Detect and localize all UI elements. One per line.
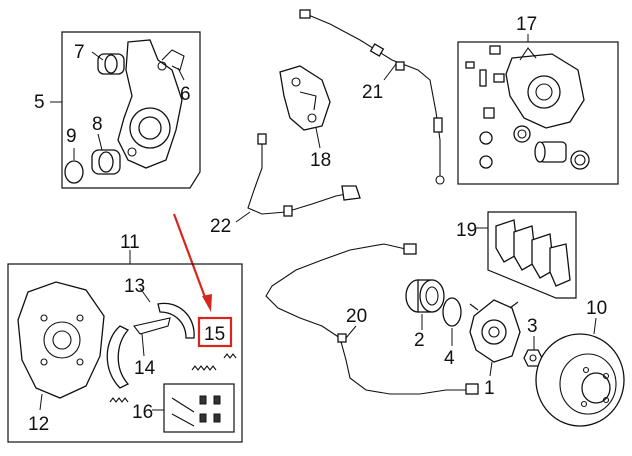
callout-labels: 1 2 3 4 5 6 7 8 9 10 11 12 13 14 15 16 1…	[28, 14, 607, 435]
o-ring-part	[64, 160, 84, 184]
caliper-body-part	[505, 47, 585, 129]
callout-11: 11	[120, 232, 140, 253]
callout-3: 3	[527, 316, 538, 337]
caliper-group-box	[457, 41, 619, 185]
callout-6: 6	[180, 84, 191, 105]
clip-part	[161, 49, 185, 71]
callout-18: 18	[310, 150, 331, 171]
callout-16: 16	[132, 402, 153, 423]
callout-20: 20	[346, 306, 367, 327]
brake-rotor-part	[535, 333, 625, 427]
callout-4: 4	[444, 348, 455, 369]
lower-bushing-part	[91, 149, 121, 175]
spring-part	[109, 353, 237, 403]
parking-brake-group-box	[7, 263, 243, 443]
wheel-bearing-part	[405, 279, 445, 313]
callout-21: 21	[362, 82, 383, 103]
callout-10: 10	[586, 298, 607, 319]
callout-9: 9	[66, 126, 77, 147]
callout-14: 14	[134, 358, 156, 379]
callout-12: 12	[28, 414, 49, 435]
callout-7: 7	[74, 42, 85, 63]
hardware-kit-part	[171, 395, 221, 427]
callout-15: 15	[204, 324, 225, 345]
callout-13: 13	[124, 276, 145, 297]
callout-19: 19	[456, 220, 477, 241]
abs-sensor-part	[247, 133, 361, 217]
caliper-group	[457, 34, 619, 185]
piston-part	[534, 141, 567, 163]
knuckle-group-box	[61, 31, 201, 189]
brake-pad-group-box	[487, 211, 577, 299]
hardware-kit-box	[163, 383, 235, 433]
snap-ring-part	[442, 297, 462, 327]
callout-5: 5	[34, 92, 45, 113]
callout-1: 1	[484, 378, 495, 399]
wheel-hub-part	[469, 299, 521, 363]
caliper-bracket-part	[279, 65, 331, 131]
brake-hose-part	[299, 9, 445, 185]
steering-knuckle-part	[117, 39, 183, 169]
parking-brake-group	[7, 250, 243, 443]
callout-22: 22	[210, 216, 231, 237]
adjuster-lever-part	[133, 317, 171, 335]
brake-shoe-part	[106, 302, 195, 389]
highlight-box	[197, 316, 233, 348]
callout-2: 2	[414, 330, 425, 351]
upper-bushing-part	[97, 53, 125, 75]
knuckle-group	[50, 31, 201, 189]
callout-17: 17	[516, 14, 537, 35]
highlight-arrow	[172, 213, 212, 312]
brake-pad-part	[495, 219, 571, 287]
brake-pad-group	[476, 211, 577, 299]
backing-plate-part	[17, 281, 105, 399]
callout-8: 8	[92, 114, 103, 135]
